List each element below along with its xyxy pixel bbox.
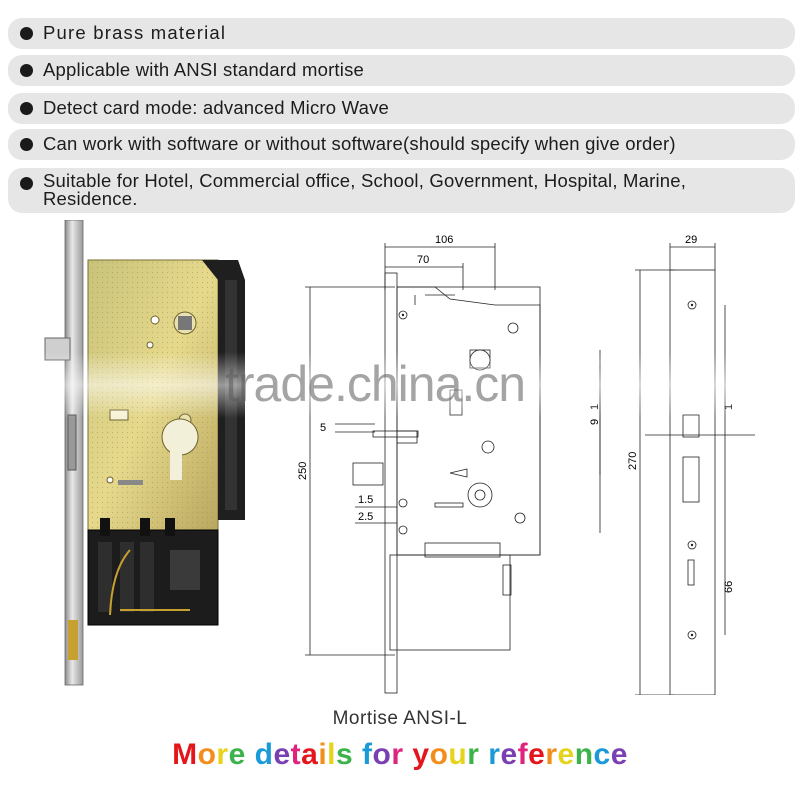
feature-text: Applicable with ANSI standard mortise <box>43 59 365 80</box>
dim-250: 250 <box>297 462 309 480</box>
watermark-band <box>0 352 800 418</box>
bullet-icon <box>20 102 33 115</box>
dim-106: 106 <box>435 234 453 246</box>
caption: Mortise ANSI-L <box>332 708 468 729</box>
dim-29: 29 <box>685 234 697 246</box>
footer-word: More <box>172 738 246 771</box>
bullet-icon <box>20 27 33 40</box>
bullet-icon <box>20 177 33 190</box>
footer-word: your <box>412 738 480 771</box>
feature-pill-1: Pure brass material <box>8 18 795 49</box>
feature-text: Pure brass material <box>43 22 227 43</box>
feature-pill-5: Suitable for Hotel, Commercial office, S… <box>8 168 795 213</box>
feature-text: Suitable for Hotel, Commercial office, S… <box>43 170 687 209</box>
feature-pill-3: Detect card mode: advanced Micro Wave <box>8 93 795 124</box>
mortise-lock-photo <box>44 220 245 686</box>
dim-270: 270 <box>627 452 639 470</box>
footer-word: reference <box>488 738 628 771</box>
dim-5: 5 <box>320 422 326 434</box>
dim-70: 70 <box>417 254 429 266</box>
watermark: trade.china.cn <box>225 356 526 412</box>
feature-pill-4: Can work with software or without softwa… <box>8 129 795 160</box>
footer-word: details <box>254 738 354 771</box>
dim-66: 66 <box>723 581 735 593</box>
feature-pill-2: Applicable with ANSI standard mortise <box>8 55 795 86</box>
footer-banner: More details for your reference <box>0 738 800 772</box>
dim-9: 9 <box>589 419 601 425</box>
bullet-icon <box>20 138 33 151</box>
mortise-technical-drawing: 106 70 29 250 270 5 1.5 2.5 9 1 1 66 <box>297 234 755 695</box>
bullet-icon <box>20 64 33 77</box>
feature-text: Detect card mode: advanced Micro Wave <box>43 97 390 118</box>
feature-text: Can work with software or without softwa… <box>43 133 676 154</box>
footer-word: for <box>362 738 404 771</box>
dim-1-5: 1.5 <box>358 494 373 506</box>
dim-2-5: 2.5 <box>358 511 373 523</box>
